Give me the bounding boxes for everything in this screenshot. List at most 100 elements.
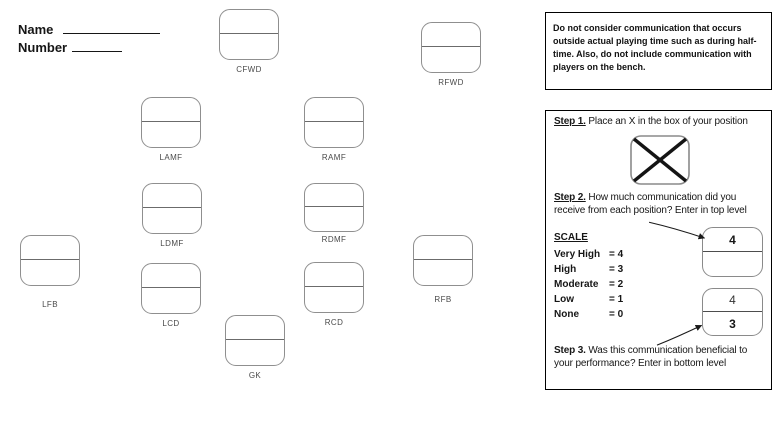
scale-label: None bbox=[554, 309, 579, 320]
player-identity-block: Name Number bbox=[18, 21, 160, 57]
position-cell-bottom[interactable] bbox=[220, 34, 278, 59]
position-cell-bottom[interactable] bbox=[305, 207, 363, 231]
position-label: LAMF bbox=[159, 153, 183, 162]
number-label: Number bbox=[18, 40, 68, 55]
position-cell-top[interactable] bbox=[142, 264, 200, 289]
position-label: RAMF bbox=[321, 153, 347, 162]
name-blank-line[interactable] bbox=[62, 22, 160, 34]
scale-title: SCALE bbox=[554, 232, 588, 243]
arrow-to-top-level-icon bbox=[648, 221, 706, 240]
scale-label: Low bbox=[554, 294, 574, 305]
position-box-rfwd: RFWD bbox=[421, 22, 481, 87]
example-box-bottom: 4 3 bbox=[702, 288, 763, 336]
scale-label: Very High bbox=[554, 249, 601, 260]
position-label: LDMF bbox=[160, 239, 184, 248]
position-box-lamf: LAMF bbox=[141, 97, 201, 162]
position-label: LFB bbox=[42, 300, 58, 309]
position-cell-bottom[interactable] bbox=[305, 122, 363, 147]
position-box-rfb: RFB bbox=[413, 235, 473, 304]
position-box-lcd: LCD bbox=[141, 263, 201, 328]
position-cell[interactable] bbox=[141, 263, 201, 314]
example-bottom-level: 3 bbox=[729, 316, 736, 331]
name-field-row: Name bbox=[18, 21, 160, 39]
step2-label: Step 2. bbox=[554, 192, 586, 203]
position-cell-bottom[interactable] bbox=[142, 122, 200, 147]
position-cell[interactable] bbox=[225, 315, 285, 366]
step3-label: Step 3. bbox=[554, 345, 586, 356]
scale-row: Moderate = 2 bbox=[554, 279, 674, 290]
position-label: RDMF bbox=[321, 235, 347, 244]
position-box-rcd: RCD bbox=[304, 262, 364, 327]
step2-text: How much communication did you receive f… bbox=[554, 192, 747, 216]
position-cell-bottom[interactable] bbox=[143, 208, 201, 233]
position-cell-top[interactable] bbox=[143, 184, 201, 209]
example-top-level: 4 bbox=[703, 289, 762, 312]
position-cell-bottom[interactable] bbox=[226, 340, 284, 365]
position-box-rdmf: RDMF bbox=[304, 183, 364, 244]
position-cell[interactable] bbox=[219, 9, 279, 60]
x-mark-icon bbox=[630, 135, 690, 185]
step2-row: Step 2. How much communication did you r… bbox=[554, 192, 767, 218]
note-box: Do not consider communication that occur… bbox=[545, 12, 772, 90]
step1-text: Place an X in the box of your position bbox=[585, 116, 748, 127]
position-box-lfb: LFB bbox=[20, 235, 80, 309]
position-cell-top[interactable] bbox=[305, 184, 363, 208]
scale-label: High bbox=[554, 264, 577, 275]
position-box-gk: GK bbox=[225, 315, 285, 380]
scale-value: = 0 bbox=[609, 309, 624, 320]
scale-value: = 1 bbox=[609, 294, 624, 305]
position-cell[interactable] bbox=[421, 22, 481, 73]
position-cell-bottom[interactable] bbox=[422, 47, 480, 72]
position-label: RCD bbox=[324, 318, 344, 327]
scale-row: Very High = 4 bbox=[554, 249, 674, 260]
scale-label: Moderate bbox=[554, 279, 599, 290]
step1-label: Step 1. bbox=[554, 116, 586, 127]
position-label: RFWD bbox=[438, 78, 464, 87]
example-box-top: 4 bbox=[702, 227, 763, 277]
position-label: RFB bbox=[434, 295, 452, 304]
position-box-ramf: RAMF bbox=[304, 97, 364, 162]
arrow-to-bottom-level-icon bbox=[656, 324, 703, 346]
position-cell[interactable] bbox=[141, 97, 201, 148]
position-label: GK bbox=[248, 371, 262, 380]
position-cell-top[interactable] bbox=[305, 263, 363, 288]
example-top-level: 4 bbox=[703, 228, 762, 252]
position-cell-top[interactable] bbox=[414, 236, 472, 261]
position-cell-bottom[interactable] bbox=[21, 260, 79, 285]
position-cell-top[interactable] bbox=[142, 98, 200, 123]
position-cell-top[interactable] bbox=[422, 23, 480, 48]
scale-row: Low = 1 bbox=[554, 294, 674, 305]
position-cell-top[interactable] bbox=[226, 316, 284, 341]
position-cell[interactable] bbox=[413, 235, 473, 286]
scale-row: None = 0 bbox=[554, 309, 674, 320]
x-example-box bbox=[630, 135, 690, 185]
number-blank-line[interactable] bbox=[71, 40, 122, 52]
position-cell-top[interactable] bbox=[220, 10, 278, 35]
instructions-panel: Step 1. Place an X in the box of your po… bbox=[545, 110, 772, 390]
position-cell-bottom[interactable] bbox=[305, 287, 363, 312]
scale-value: = 3 bbox=[609, 264, 624, 275]
position-cell[interactable] bbox=[304, 183, 364, 232]
position-cell[interactable] bbox=[20, 235, 80, 286]
position-box-ldmf: LDMF bbox=[142, 183, 202, 248]
position-cell[interactable] bbox=[304, 97, 364, 148]
position-label: LCD bbox=[162, 319, 180, 328]
example-bottom-level bbox=[703, 252, 762, 276]
position-cell-top[interactable] bbox=[305, 98, 363, 123]
position-cell-bottom[interactable] bbox=[414, 260, 472, 285]
position-label: CFWD bbox=[236, 65, 262, 74]
step3-row: Step 3. Was this communication beneficia… bbox=[554, 345, 767, 371]
note-text: Do not consider communication that occur… bbox=[553, 23, 757, 73]
scale-value: = 2 bbox=[609, 279, 624, 290]
number-field-row: Number bbox=[18, 39, 160, 57]
position-cell[interactable] bbox=[142, 183, 202, 234]
step3-text: Was this communication beneficial to you… bbox=[554, 345, 748, 369]
position-cell-top[interactable] bbox=[21, 236, 79, 261]
name-label: Name bbox=[18, 22, 54, 37]
position-cell[interactable] bbox=[304, 262, 364, 313]
step1-row: Step 1. Place an X in the box of your po… bbox=[554, 116, 767, 129]
position-cell-bottom[interactable] bbox=[142, 288, 200, 313]
position-box-cfwd: CFWD bbox=[219, 9, 279, 74]
scale-row: High = 3 bbox=[554, 264, 674, 275]
